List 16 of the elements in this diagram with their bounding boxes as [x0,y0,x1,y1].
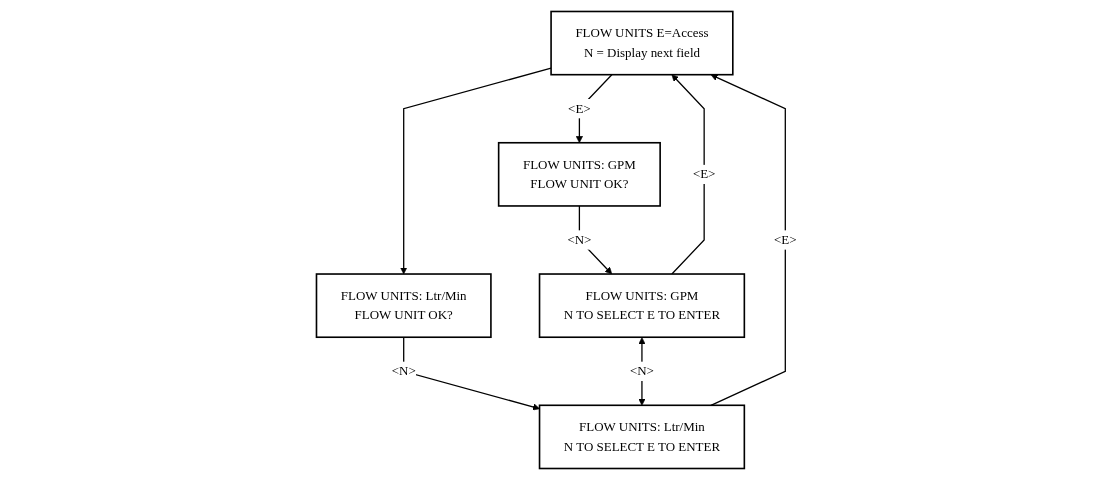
node-box: FLOW UNITS E=Access N = Display next field [550,10,735,76]
edge-label: <E> [568,101,592,116]
arrow [579,205,613,275]
arrow [710,74,787,406]
edge-label: <E> [774,232,798,247]
edge-label: <N> [392,363,417,378]
arrow [638,337,646,406]
arrow [403,336,541,411]
node-box: FLOW UNITS: Ltr/Min FLOW UNIT OK? [316,273,493,339]
arrow [671,74,706,275]
edge-label: <N> [630,363,655,378]
node-box: FLOW UNITS: GPM FLOW UNIT OK? [498,141,662,207]
edge-label: <N> [567,232,592,247]
node-box: FLOW UNITS: Ltr/Min N TO SELECT E TO ENTER [539,404,746,470]
node-box: FLOW UNITS: GPM N TO SELECT E TO ENTER [539,273,746,339]
edge-label: <E> [693,167,716,181]
